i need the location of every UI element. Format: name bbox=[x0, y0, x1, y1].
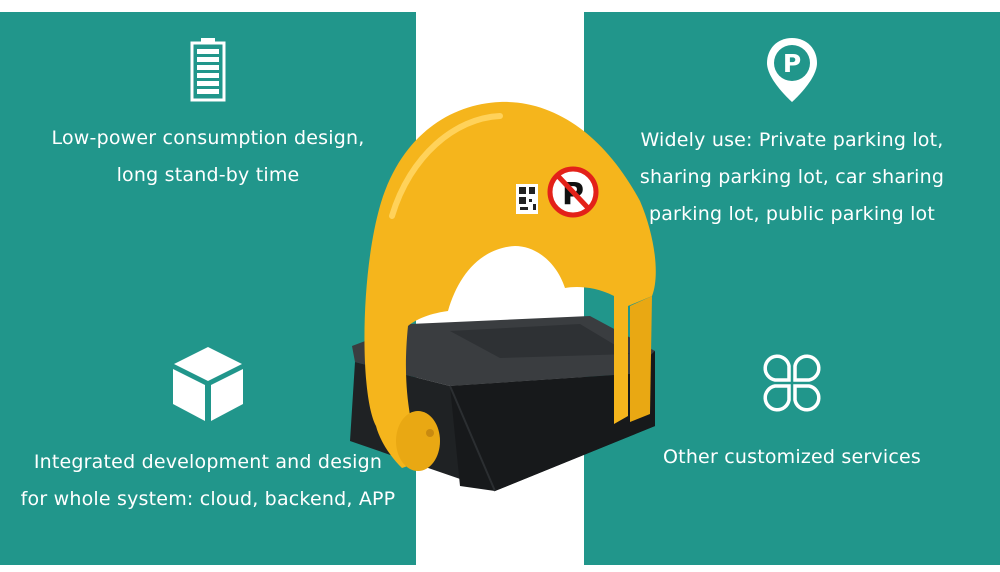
feature-power: Low-power consumption design, long stand… bbox=[0, 36, 416, 194]
feature-custom: Other customized services bbox=[584, 352, 1000, 476]
feature-integration-line: Integrated development and design bbox=[33, 451, 383, 473]
battery-icon bbox=[190, 38, 226, 102]
cube-icon bbox=[173, 347, 243, 421]
feature-power-line: Low-power consumption design, bbox=[51, 127, 365, 149]
feature-power-text: Low-power consumption design, long stand… bbox=[0, 120, 416, 194]
svg-text:P: P bbox=[783, 49, 801, 78]
clover-icon bbox=[763, 354, 821, 412]
feature-usage-text: Widely use: Private parking lot, sharing… bbox=[584, 122, 1000, 233]
left-panel bbox=[0, 12, 416, 565]
feature-integration-line: for whole system: cloud, backend, APP bbox=[20, 488, 396, 510]
feature-usage-line: parking lot, public parking lot bbox=[648, 203, 936, 225]
feature-integration-text: Integrated development and design for wh… bbox=[0, 444, 416, 518]
feature-usage: P Widely use: Private parking lot, shari… bbox=[584, 36, 1000, 233]
feature-custom-line: Other customized services bbox=[663, 446, 921, 468]
feature-usage-line: Widely use: Private parking lot, bbox=[640, 129, 944, 151]
feature-custom-text: Other customized services bbox=[584, 439, 1000, 476]
parking-pin-icon: P bbox=[767, 38, 817, 102]
no-parking-sign: P bbox=[547, 166, 599, 218]
feature-usage-line: sharing parking lot, car sharing bbox=[639, 166, 945, 188]
parking-lock-image: P bbox=[350, 101, 656, 492]
feature-integration: Integrated development and design for wh… bbox=[0, 344, 416, 518]
feature-power-line: long stand-by time bbox=[116, 164, 300, 186]
